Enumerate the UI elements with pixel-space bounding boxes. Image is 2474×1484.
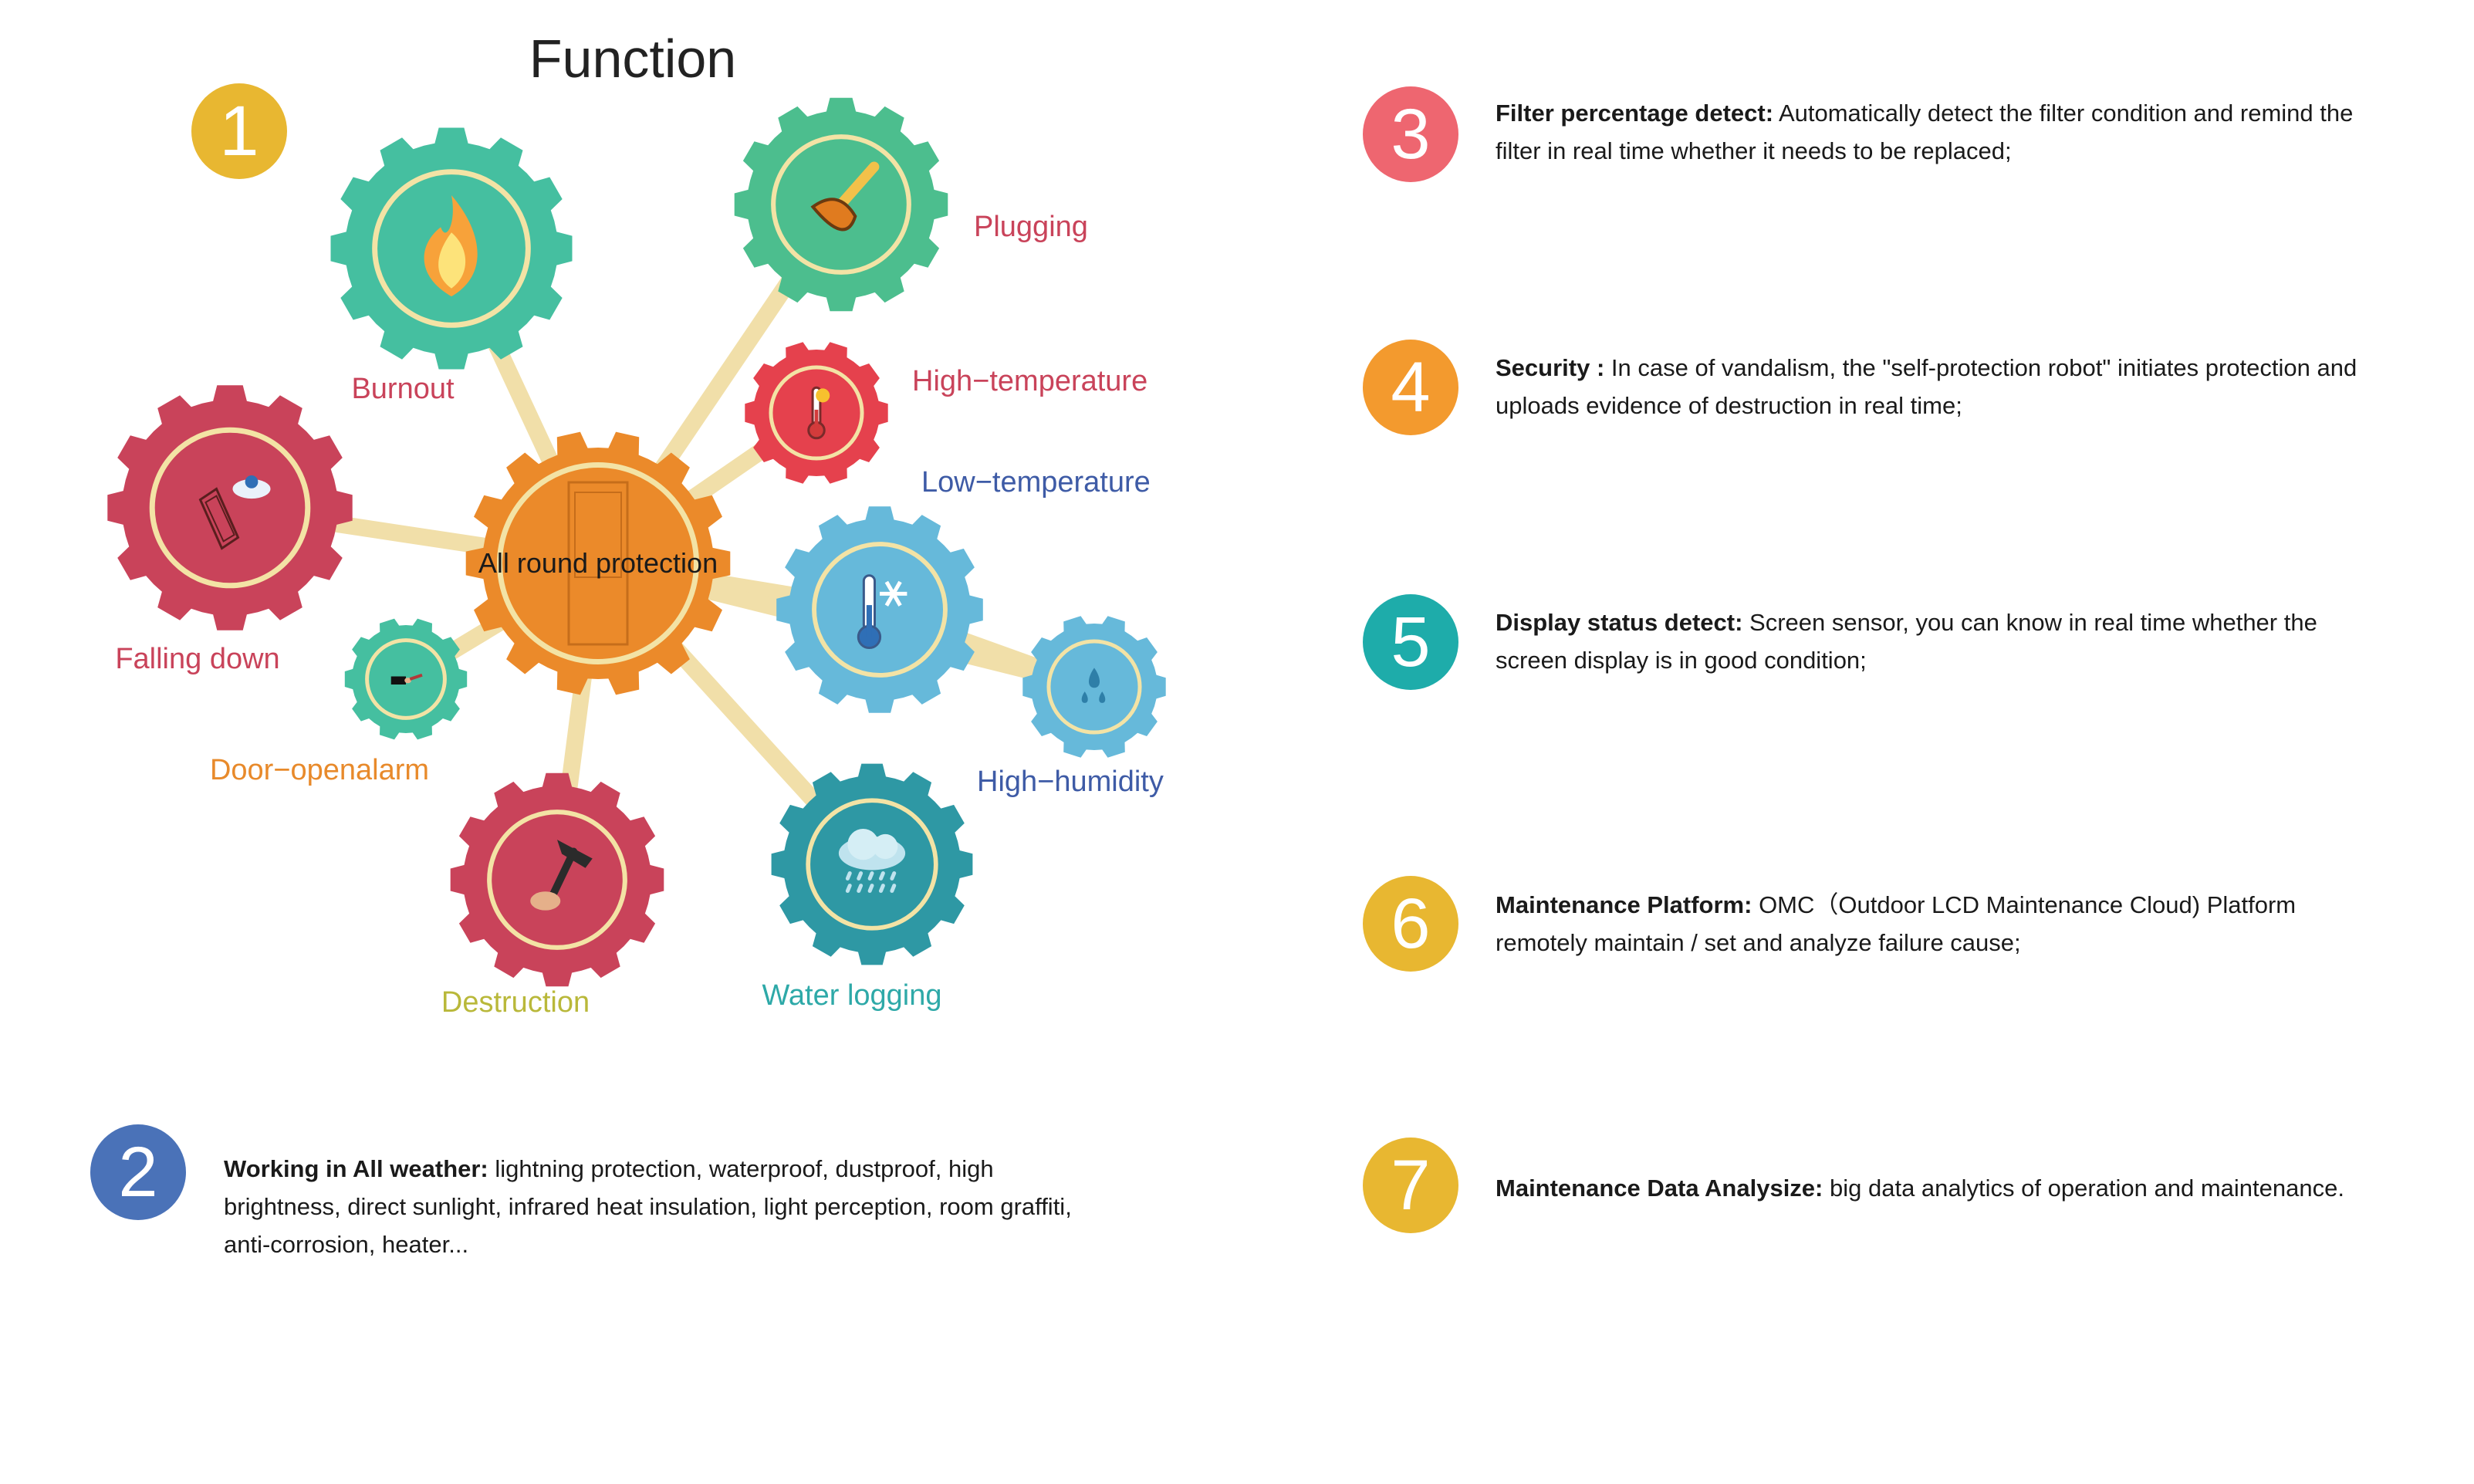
feature-5-body: Screen sensor, you can know in real time…	[1496, 609, 2317, 674]
feature-6-text: Maintenance Platform: OMC（Outdoor LCD Ma…	[1496, 886, 2391, 962]
gear-ring	[487, 810, 627, 950]
feature-number-4-text: 4	[1391, 348, 1431, 427]
gear-burnout	[330, 127, 573, 370]
feature-number-6-text: 6	[1391, 884, 1431, 963]
gear-high-temperature	[745, 342, 888, 484]
gear-ring	[365, 638, 447, 720]
gear-door-open-alarm	[344, 618, 468, 740]
label-high-humidity: High−humidity	[977, 766, 1164, 798]
gear-hub: All round protection	[465, 431, 731, 695]
rain-cloud-icon	[838, 829, 906, 893]
key-hand-icon	[390, 673, 423, 685]
feature-2-text: Working in All weather: lightning protec…	[224, 1150, 1073, 1263]
label-high-temperature: High−temperature	[912, 365, 1147, 397]
gear-low-temperature	[776, 506, 983, 713]
feature-7-body: big data analytics of operation and main…	[1823, 1175, 2344, 1202]
gear-shape	[107, 385, 353, 630]
feature-number-6: 6	[1363, 876, 1458, 972]
gear-shape	[776, 506, 983, 713]
gear-water-logging	[771, 763, 973, 965]
hammer-icon	[530, 840, 593, 911]
feature-5-title: Display status detect:	[1496, 609, 1743, 636]
badge-1-number: 1	[219, 92, 259, 171]
feature-3-title: Filter percentage detect:	[1496, 100, 1774, 127]
gear-ring	[806, 798, 938, 931]
page-title: Function	[529, 29, 737, 89]
label-door-open-alarm: Door−openalarm	[210, 754, 429, 786]
feature-2-title: Working in All weather:	[224, 1155, 488, 1182]
gear-destruction	[450, 772, 664, 987]
water-drops-icon	[1081, 668, 1106, 703]
gear-labels: Burnout PluggingHigh−temperatureLow−tempe…	[115, 211, 1164, 1019]
feature-number-2-text: 2	[118, 1133, 158, 1212]
falling-cabinet-icon	[198, 475, 271, 550]
label-falling-down: Falling down	[115, 643, 279, 675]
feature-number-5: 5	[1363, 594, 1458, 690]
feature-number-4: 4	[1363, 340, 1458, 435]
gear-ring	[812, 542, 948, 678]
feature-3-body: Automatically detect the filter conditio…	[1496, 100, 2354, 164]
gears: All round protection	[107, 97, 1166, 987]
thermometer-cold-icon	[857, 574, 907, 650]
feature-4-body: In case of vandalism, the "self-protecti…	[1496, 354, 2357, 419]
gear-ring	[1046, 639, 1142, 735]
gear-falling-down	[107, 385, 353, 630]
feature-4-title: Security :	[1496, 354, 1605, 381]
feature-7-text: Maintenance Data Analysize: big data ana…	[1496, 1169, 2452, 1207]
feature-number-2: 2	[90, 1124, 186, 1220]
hub-label: All round protection	[478, 547, 718, 579]
feature-number-5-text: 5	[1391, 603, 1431, 681]
feature-7-title: Maintenance Data Analysize:	[1496, 1175, 1823, 1202]
feature-number-7-text: 7	[1391, 1146, 1431, 1225]
kiosk-icon	[567, 481, 629, 646]
thermometer-hot-icon	[807, 386, 830, 440]
label-plugging: Plugging	[974, 211, 1088, 243]
function-diagram: All round protection Burnout PluggingHigh…	[107, 97, 1166, 1019]
gear-ring	[769, 365, 864, 461]
gear-ring	[149, 427, 311, 589]
gear-high-humidity	[1022, 616, 1166, 758]
label-burnout: Burnout	[351, 373, 455, 405]
label-destruction: Destruction	[441, 986, 590, 1019]
feature-number-7: 7	[1363, 1138, 1458, 1233]
feature-6-body: OMC（Outdoor LCD Maintenance Cloud) Platf…	[1496, 891, 2297, 956]
feature-number-3-text: 3	[1391, 95, 1431, 174]
feature-2-body: lightning protection, waterproof, dustpr…	[224, 1155, 1072, 1258]
badge-1: 1	[191, 83, 287, 179]
label-low-temperature: Low−temperature	[921, 466, 1151, 499]
feature-6-title: Maintenance Platform:	[1496, 891, 1752, 918]
hub-ring	[497, 462, 699, 664]
feature-number-3: 3	[1363, 86, 1458, 182]
gear-ring	[771, 134, 911, 275]
plunger-icon	[810, 161, 880, 232]
hub-gear-shape	[465, 431, 731, 695]
label-water-logging: Water logging	[762, 979, 941, 1012]
feature-3-text: Filter percentage detect: Automatically …	[1496, 94, 2391, 170]
feature-4-text: Security : In case of vandalism, the "se…	[1496, 349, 2391, 424]
gear-plugging	[734, 97, 948, 312]
fire-icon	[424, 195, 478, 297]
gear-ring	[372, 169, 531, 328]
feature-5-text: Display status detect: Screen sensor, yo…	[1496, 603, 2391, 679]
